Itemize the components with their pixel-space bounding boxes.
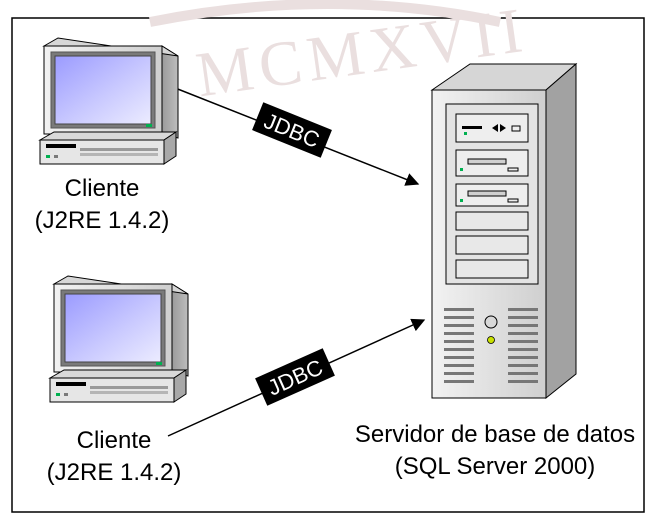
watermark-arc (149, 0, 502, 27)
desktop-computer-icon (49, 275, 189, 403)
server-version: (SQL Server 2000) (395, 453, 596, 480)
client-bottom-version: (J2RE 1.4.2) (47, 459, 182, 486)
server-name: Servidor de base de datos (355, 421, 635, 448)
client-top-version: (J2RE 1.4.2) (35, 207, 170, 234)
client-bottom-name: Cliente (77, 427, 152, 454)
client-top-name: Cliente (65, 175, 140, 202)
desktop-computer-icon (39, 37, 179, 165)
tower-server-icon (430, 62, 578, 400)
